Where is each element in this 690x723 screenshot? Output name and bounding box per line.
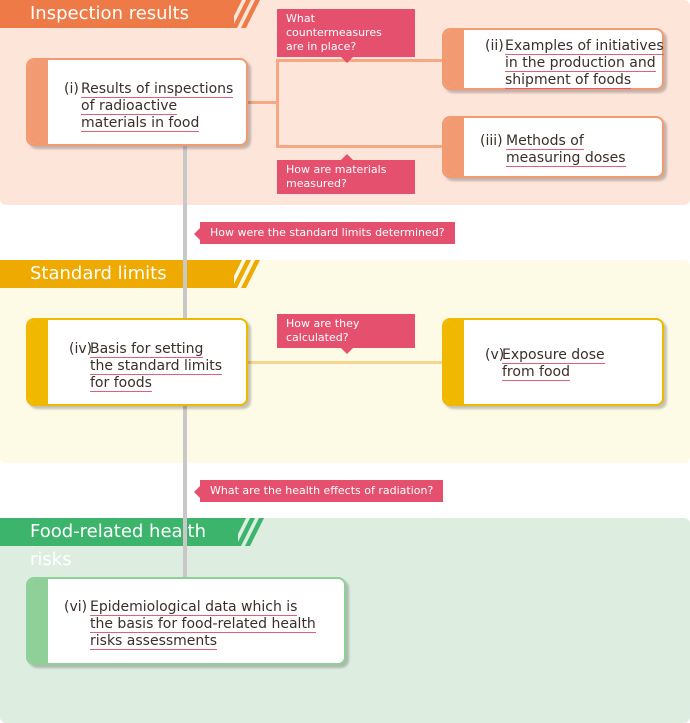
bubble-health-effects: What are the health effects of radiation… xyxy=(193,480,444,502)
box-link-line[interactable]: Methods of xyxy=(506,133,584,150)
box-examples-of-initiatives[interactable]: (ii) Examples of initiatives in the prod… xyxy=(442,28,664,90)
stripes-decoration-icon xyxy=(228,0,260,28)
bubble-how-calculated: How are they calculated? xyxy=(277,314,415,354)
box-link-line[interactable]: risks assessments xyxy=(90,633,218,650)
box-inspection-results[interactable]: (i) Results of inspections of radioactiv… xyxy=(26,58,248,146)
section-header-standard: Standard limits xyxy=(0,260,234,288)
box-number: (i) xyxy=(64,81,79,97)
box-number: (iv) xyxy=(69,341,93,357)
connector-b1-branch xyxy=(247,101,278,104)
connector-to-b3 xyxy=(276,145,444,148)
box-methods-of-measuring[interactable]: (iii) Methods of measuring doses xyxy=(442,116,664,178)
stripes-decoration-icon xyxy=(232,518,264,546)
box-link-line[interactable]: in the production and xyxy=(505,55,656,72)
box-link-line[interactable]: the standard limits xyxy=(90,358,223,375)
box-link-line[interactable]: Exposure dose xyxy=(502,347,605,364)
bubble-standard-limits-determined: How were the standard limits determined? xyxy=(194,222,455,244)
box-number: (iii) xyxy=(480,133,503,149)
box-link-line[interactable]: from food xyxy=(502,364,570,381)
box-link-line[interactable]: of radioactive xyxy=(81,98,178,115)
stripes-decoration-icon xyxy=(228,260,260,288)
box-number: (vi) xyxy=(64,599,88,615)
connector-branch-vertical xyxy=(276,59,279,148)
section-header-inspection: Inspection results xyxy=(0,0,234,28)
box-link-line[interactable]: materials in food xyxy=(81,115,200,132)
box-link-line[interactable]: Basis for setting xyxy=(90,341,204,358)
connector-b4-b5 xyxy=(247,361,444,364)
box-number: (ii) xyxy=(485,38,504,54)
box-basis-for-standard-limits[interactable]: (iv) Basis for setting the standard limi… xyxy=(26,318,248,406)
box-link-line[interactable]: for foods xyxy=(90,375,152,392)
box-exposure-dose[interactable]: (v) Exposure dose from food xyxy=(442,318,664,406)
box-link-line[interactable]: Epidemiological data which is xyxy=(90,599,298,616)
box-epidemiological-data[interactable]: (vi) Epidemiological data which is the b… xyxy=(26,577,346,665)
bubble-countermeasures: What countermeasures are in place? xyxy=(277,9,415,63)
box-link-line[interactable]: Examples of initiatives xyxy=(505,38,664,55)
section-header-health: Food-related health risks xyxy=(0,518,238,570)
box-link-line[interactable]: Results of inspections xyxy=(81,81,234,98)
box-link-line[interactable]: shipment of foods xyxy=(505,72,632,89)
connector-to-b2 xyxy=(276,59,444,62)
box-number: (v) xyxy=(485,347,505,363)
box-link-line[interactable]: the basis for food-related health xyxy=(90,616,316,633)
bubble-how-measured: How are materials measured? xyxy=(277,154,415,194)
box-link-line[interactable]: measuring doses xyxy=(506,150,626,167)
